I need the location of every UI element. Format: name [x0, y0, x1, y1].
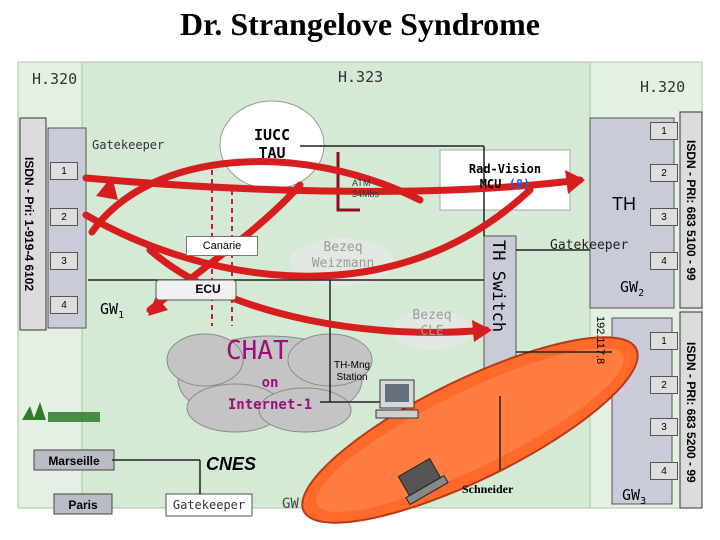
- gatekeeper-left-label: Gatekeeper: [92, 138, 165, 152]
- left-port-4: 4: [50, 296, 78, 314]
- gw2-port-3: 3: [650, 208, 678, 226]
- gw3-port-4: 4: [650, 462, 678, 480]
- left-port-3: 3: [50, 252, 78, 270]
- gw3-label: GW3: [622, 486, 647, 507]
- isdn-right-bottom-bar: [679, 311, 703, 509]
- gw2-port-4: 4: [650, 252, 678, 270]
- isdn-right-bottom-label: ISDN - PRI: 683 5200 - 99: [684, 341, 698, 483]
- laptop-icon: [397, 457, 449, 506]
- ecu-pill: [155, 279, 237, 301]
- isdn-left-label: ISDN - Pri: 1-919-4 6102: [22, 156, 36, 292]
- th-mng-station-icon: [375, 379, 419, 419]
- canarie-label: Canarie: [186, 236, 258, 256]
- gw1-column: [47, 127, 87, 329]
- gw-fragment-label: GW: [282, 496, 299, 512]
- paris-box: [53, 493, 113, 515]
- gw1-label: GW1: [100, 300, 125, 321]
- cnes-label: CNES: [206, 454, 257, 474]
- th-switch-label: TH Switch: [488, 240, 508, 333]
- h320-left-label: H.320: [32, 70, 78, 88]
- marseille-label: Marseille: [48, 454, 100, 468]
- ecu-label: ECU: [195, 282, 221, 296]
- h320-right-label: H.320: [640, 78, 686, 96]
- isdn-right-top-label: ISDN - PRI: 683 5100 - 99: [684, 139, 698, 281]
- radvision-box: [439, 149, 571, 211]
- regional-council-logo: [22, 402, 100, 422]
- radvision-mcu-label: Rad-Vision MCU (8): [468, 162, 542, 191]
- gatekeeper-bottom-label: Gatekeeper: [172, 498, 246, 512]
- gw3-port-3: 3: [650, 418, 678, 436]
- gw3-port-2: 2: [650, 376, 678, 394]
- left-port-1: 1: [50, 162, 78, 180]
- page-title: Dr. Strangelove Syndrome: [180, 6, 540, 42]
- gw2-port-1: 1: [650, 122, 678, 140]
- h323-label: H.323: [338, 68, 384, 86]
- isdn-left-bar: [19, 117, 47, 331]
- gw3-port-1: 1: [650, 332, 678, 350]
- gatekeeper-bottom-box: [165, 493, 253, 517]
- schneider-label: Schneider: [462, 482, 514, 496]
- chat-label: CHAT: [226, 336, 289, 366]
- gw2-port-2: 2: [650, 164, 678, 182]
- ip-address-fragment: 192.117.8: [594, 316, 606, 365]
- left-port-2: 2: [50, 208, 78, 226]
- gw2-label: GW2: [620, 278, 645, 299]
- th-label: TH: [612, 194, 636, 214]
- paris-label: Paris: [68, 498, 98, 512]
- isdn-right-top-bar: [679, 111, 703, 309]
- gatekeeper-right-label: Gatekeeper: [550, 238, 629, 253]
